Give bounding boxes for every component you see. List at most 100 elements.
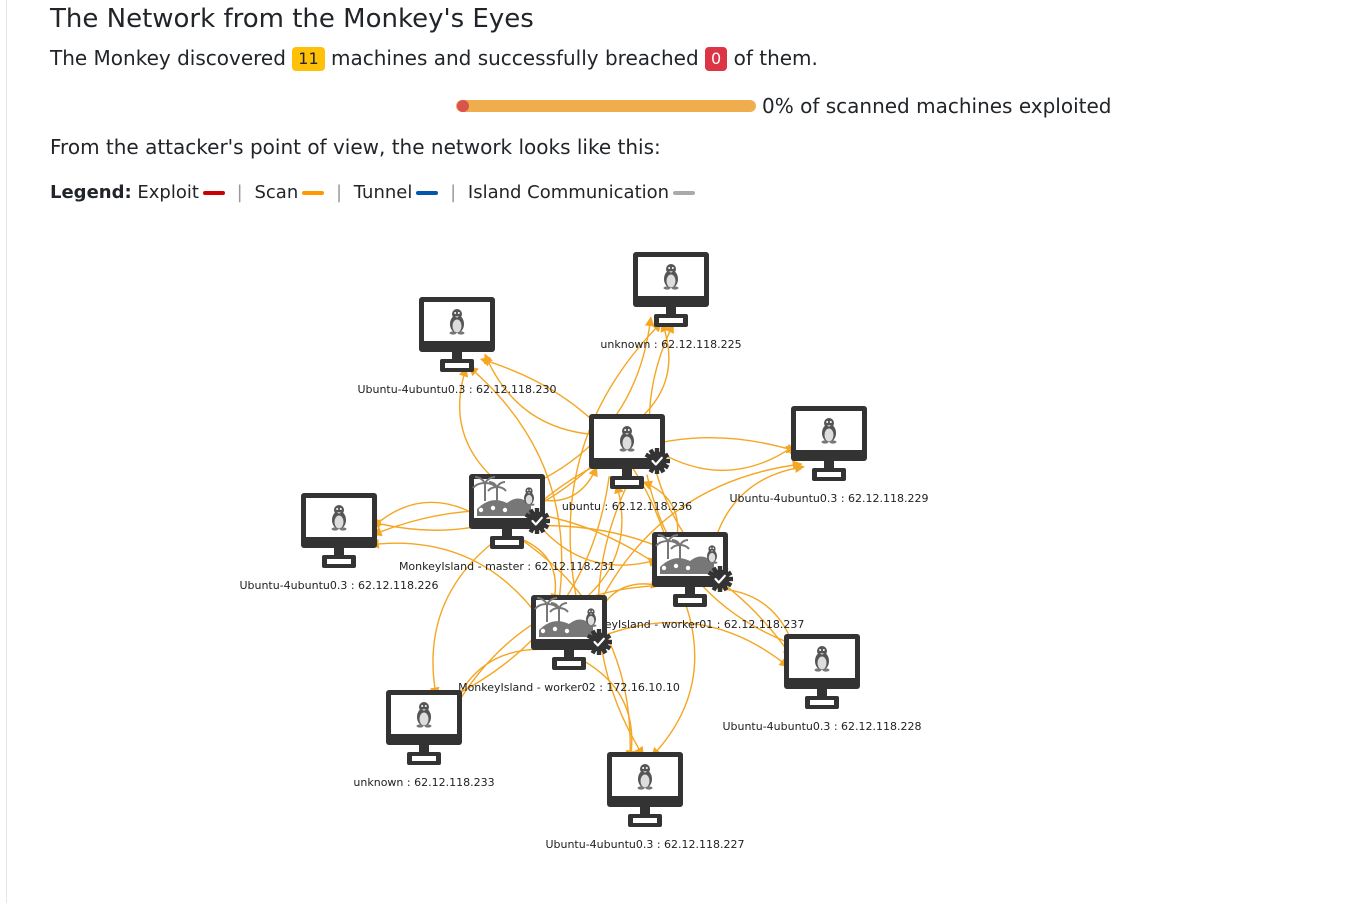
network-node[interactable]: Ubuntu-4ubuntu0.3 : 62.12.118.229: [729, 406, 929, 505]
monitor-stand: [564, 650, 574, 657]
monitor-stand: [640, 807, 650, 814]
summary-prefix: The Monkey discovered: [50, 46, 286, 70]
legend-scan: Scan: [254, 182, 325, 203]
node-label: MonkeyIsland - worker02 : 172.16.10.10: [458, 681, 680, 694]
network-node[interactable]: Ubuntu-4ubuntu0.3 : 62.12.118.230: [357, 297, 557, 396]
scan-edge[interactable]: [592, 460, 803, 616]
linux-penguin-icon: [663, 264, 679, 290]
node-label: unknown : 62.12.118.233: [353, 776, 494, 789]
monitor-base-slot: [817, 472, 841, 477]
monkey-gear-icon: [524, 508, 550, 534]
legend-title: Legend:: [50, 182, 132, 203]
scan-edge[interactable]: [369, 538, 543, 622]
legend-separator: |: [335, 182, 343, 203]
scan-edge[interactable]: [458, 366, 500, 484]
legend-exploit-swatch: [202, 191, 225, 195]
network-node[interactable]: ubuntu : 62.12.118.236: [562, 414, 692, 513]
page-title: The Network from the Monkey's Eyes: [50, 4, 534, 34]
monitor-stand: [817, 689, 827, 696]
scan-edge[interactable]: [483, 353, 603, 436]
legend-separator: |: [450, 182, 457, 203]
scan-edge[interactable]: [429, 539, 497, 698]
monitor-base-slot: [633, 818, 657, 823]
node-label: Ubuntu-4ubuntu0.3 : 62.12.118.230: [357, 383, 556, 396]
summary-middle: machines and successfully breached: [331, 46, 699, 70]
monitor-base-slot: [615, 480, 639, 485]
monitor-base-slot: [810, 700, 834, 705]
legend-scan-swatch: [302, 191, 325, 195]
linux-penguin-icon: [331, 505, 347, 531]
node-label: MonkeyIsland - worker01 : 62.12.118.237: [576, 618, 805, 631]
node-label: Ubuntu-4ubuntu0.3 : 62.12.118.229: [729, 492, 928, 505]
node-layer: unknown : 62.12.118.225Ubuntu-4ubuntu0.3…: [239, 252, 929, 851]
scan-edge[interactable]: [372, 501, 478, 528]
linux-penguin-icon: [523, 487, 535, 506]
legend-island: Island Communication: [468, 182, 696, 203]
network-node[interactable]: MonkeyIsland - worker01 : 62.12.118.237: [576, 532, 805, 631]
legend-separator: |: [236, 182, 243, 203]
scan-edge[interactable]: [535, 520, 659, 567]
monitor-base-slot: [659, 318, 683, 323]
network-node[interactable]: MonkeyIsland - master : 62.12.118.231: [399, 474, 615, 573]
monkey-gear-icon: [707, 566, 733, 592]
legend-exploit: Exploit: [137, 182, 225, 203]
network-node[interactable]: unknown : 62.12.118.233: [353, 690, 495, 789]
monitor-base-slot: [678, 598, 702, 603]
discovery-summary: The Monkey discovered 11 machines and su…: [50, 44, 818, 72]
monkey-gear-icon: [644, 448, 670, 474]
island-icon: [655, 534, 714, 574]
monitor-stand: [666, 307, 676, 314]
scan-edge[interactable]: [468, 366, 563, 606]
graph-legend: Legend: Exploit | Scan | Tunnel | Island…: [50, 180, 696, 206]
summary-suffix: of them.: [733, 46, 818, 70]
legend-tunnel: Tunnel: [354, 182, 439, 203]
exploit-progress: 0% of scanned machines exploited: [456, 92, 1112, 120]
scan-edge[interactable]: [577, 483, 624, 605]
monitor-stand: [824, 461, 834, 468]
linux-penguin-icon: [821, 418, 837, 444]
linux-penguin-icon: [449, 309, 465, 335]
legend-island-swatch: [673, 191, 696, 195]
discovered-count-badge: 11: [292, 47, 325, 71]
node-label: MonkeyIsland - master : 62.12.118.231: [399, 560, 615, 573]
exploit-progress-bar: [456, 100, 756, 112]
linux-penguin-icon: [416, 702, 432, 728]
scan-edge[interactable]: [451, 648, 544, 711]
scan-edge[interactable]: [598, 621, 790, 668]
node-label: unknown : 62.12.118.225: [600, 338, 741, 351]
network-node[interactable]: MonkeyIsland - worker02 : 172.16.10.10: [458, 595, 680, 694]
monitor-stand: [334, 548, 344, 555]
linux-penguin-icon: [637, 764, 653, 790]
node-label: ubuntu : 62.12.118.236: [562, 500, 692, 513]
network-node[interactable]: Ubuntu-4ubuntu0.3 : 62.12.118.227: [545, 752, 745, 851]
scan-edge[interactable]: [520, 538, 561, 604]
island-icon: [472, 476, 531, 516]
scan-edge[interactable]: [656, 444, 796, 472]
exploit-progress-label: 0% of scanned machines exploited: [762, 94, 1112, 118]
network-node[interactable]: unknown : 62.12.118.225: [600, 252, 742, 351]
attacker-pov-text: From the attacker's point of view, the n…: [50, 135, 661, 159]
node-label: Ubuntu-4ubuntu0.3 : 62.12.118.228: [722, 720, 921, 733]
monkey-gear-icon: [586, 629, 612, 655]
node-label: Ubuntu-4ubuntu0.3 : 62.12.118.227: [545, 838, 744, 851]
linux-penguin-icon: [619, 426, 635, 452]
monitor-stand: [419, 745, 429, 752]
network-node[interactable]: Ubuntu-4ubuntu0.3 : 62.12.118.228: [722, 634, 922, 733]
scan-edge[interactable]: [581, 659, 637, 761]
monitor-stand: [502, 529, 512, 536]
monitor-stand: [685, 587, 695, 594]
monitor-base-slot: [557, 661, 581, 666]
monitor-base-slot: [495, 540, 519, 545]
scan-edge[interactable]: [569, 321, 662, 605]
linux-penguin-icon: [706, 545, 718, 564]
monitor-stand: [452, 352, 462, 359]
linux-penguin-icon: [814, 646, 830, 672]
island-icon: [534, 597, 593, 637]
exploit-progress-fill: [457, 100, 469, 112]
linux-penguin-icon: [585, 608, 597, 627]
network-node[interactable]: Ubuntu-4ubuntu0.3 : 62.12.118.226: [239, 493, 439, 592]
scan-edge[interactable]: [651, 599, 696, 758]
legend-tunnel-swatch: [416, 191, 439, 195]
monitor-base-slot: [412, 756, 436, 761]
